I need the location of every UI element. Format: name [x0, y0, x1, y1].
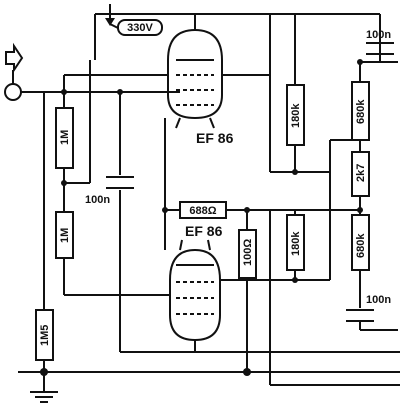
resistor-cathode-lower: 100Ω: [238, 210, 257, 372]
resistor-plate-lower: 180k: [269, 210, 305, 372]
resistor-right-bottom: 680k: [351, 214, 370, 308]
input-arrow-icon: [5, 42, 24, 74]
resistor-plate-upper: 180k: [269, 14, 330, 173]
supply-voltage-label: 330V: [127, 22, 153, 34]
resistor-grid-top-label: 1M: [59, 130, 71, 145]
capacitor-out-bottom-label: 100n: [366, 294, 391, 306]
resistor-grid-bottom-label: 1M: [59, 228, 71, 243]
ground-rail: [18, 371, 400, 403]
resistor-grid-leak-label: 1M5: [39, 325, 51, 346]
capacitor-out-bottom: 100n: [346, 294, 398, 331]
resistor-plate-lower-label: 180k: [290, 231, 302, 256]
resistor-grid-bottom: 1M: [55, 211, 74, 259]
lower-cathode-wiring: [119, 295, 400, 353]
resistor-right-mid: 2k7: [351, 151, 370, 215]
resistor-right-bottom-label: 680k: [355, 233, 367, 258]
upper-tube-label: EF 86: [196, 130, 234, 146]
resistor-right-top: 680k: [329, 62, 370, 280]
resistor-right-mid-label: 2k7: [355, 164, 367, 182]
lower-tube-label: EF 86: [185, 223, 223, 239]
junction-dots: [40, 59, 363, 376]
capacitor-grid: 100n: [85, 176, 134, 206]
resistor-grid-leak: 1M5: [35, 92, 54, 372]
supply-arrow: [105, 4, 119, 29]
resistor-plate-upper-label: 180k: [290, 103, 302, 128]
cathode-link-wiring: [164, 118, 180, 250]
resistor-grid-top: 1M: [55, 107, 74, 169]
resistor-right-top-label: 680k: [355, 99, 367, 124]
upper-tube: [167, 14, 270, 129]
lower-tube: [169, 239, 330, 352]
input-terminal: [4, 70, 22, 101]
resistor-cathode-label: 688Ω: [189, 205, 216, 217]
capacitor-out-top-label: 100n: [366, 29, 391, 41]
supply-voltage-badge: 330V: [117, 19, 163, 36]
resistor-cathode-lower-label: 100Ω: [242, 239, 254, 266]
capacitor-out-top: 100n: [360, 14, 398, 63]
capacitor-grid-label: 100n: [85, 194, 110, 206]
